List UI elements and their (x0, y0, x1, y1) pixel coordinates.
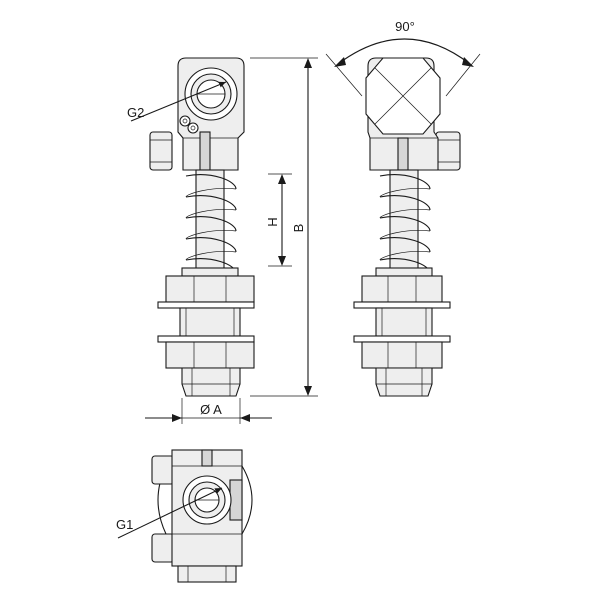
front-screw-1 (179, 115, 191, 127)
g2-leader (130, 81, 227, 122)
g1-label: G1 (116, 517, 133, 532)
top-sphere-right (241, 465, 253, 535)
top-knob-lower (151, 533, 175, 563)
side-shank (375, 307, 433, 337)
side-upper-nut (361, 275, 443, 303)
front-upper-nut (165, 275, 255, 303)
front-foot (181, 367, 241, 397)
top-knob-upper (151, 455, 175, 485)
dimensions: H B Ø A 90° (145, 19, 481, 424)
front-spring-front (185, 174, 237, 274)
angle-arc (337, 38, 471, 65)
front-spring-back (185, 188, 237, 261)
front-upper-plate (157, 301, 255, 309)
top-slot-upper (201, 449, 213, 467)
side-foot (375, 367, 433, 397)
side-lower-nut (361, 341, 443, 369)
side-knob (435, 131, 461, 171)
angle-label: 90° (395, 19, 415, 34)
h-label: H (265, 217, 280, 226)
front-lower-nut (165, 341, 255, 369)
front-screw-2 (187, 122, 199, 134)
g2-label: G2 (127, 105, 144, 120)
g1-leader (117, 487, 223, 539)
top-view (117, 449, 253, 583)
side-lower-plate (353, 335, 451, 343)
side-upper-plate (353, 301, 451, 309)
top-slot-side (229, 479, 243, 521)
front-view (130, 57, 255, 397)
top-foot (177, 565, 237, 583)
front-rod (195, 169, 225, 281)
side-spring-seat (375, 267, 433, 277)
side-spring-back (379, 188, 431, 261)
side-spring-front (379, 174, 431, 274)
side-view (353, 57, 461, 397)
side-rod (389, 169, 419, 281)
a-label: Ø A (200, 402, 222, 417)
side-head-slot (397, 137, 409, 171)
b-label: B (291, 224, 306, 233)
front-head-slot (199, 131, 211, 171)
front-shank (179, 307, 241, 337)
front-spring-seat (181, 267, 239, 277)
front-lower-plate (157, 335, 255, 343)
front-side-knob (149, 131, 173, 171)
